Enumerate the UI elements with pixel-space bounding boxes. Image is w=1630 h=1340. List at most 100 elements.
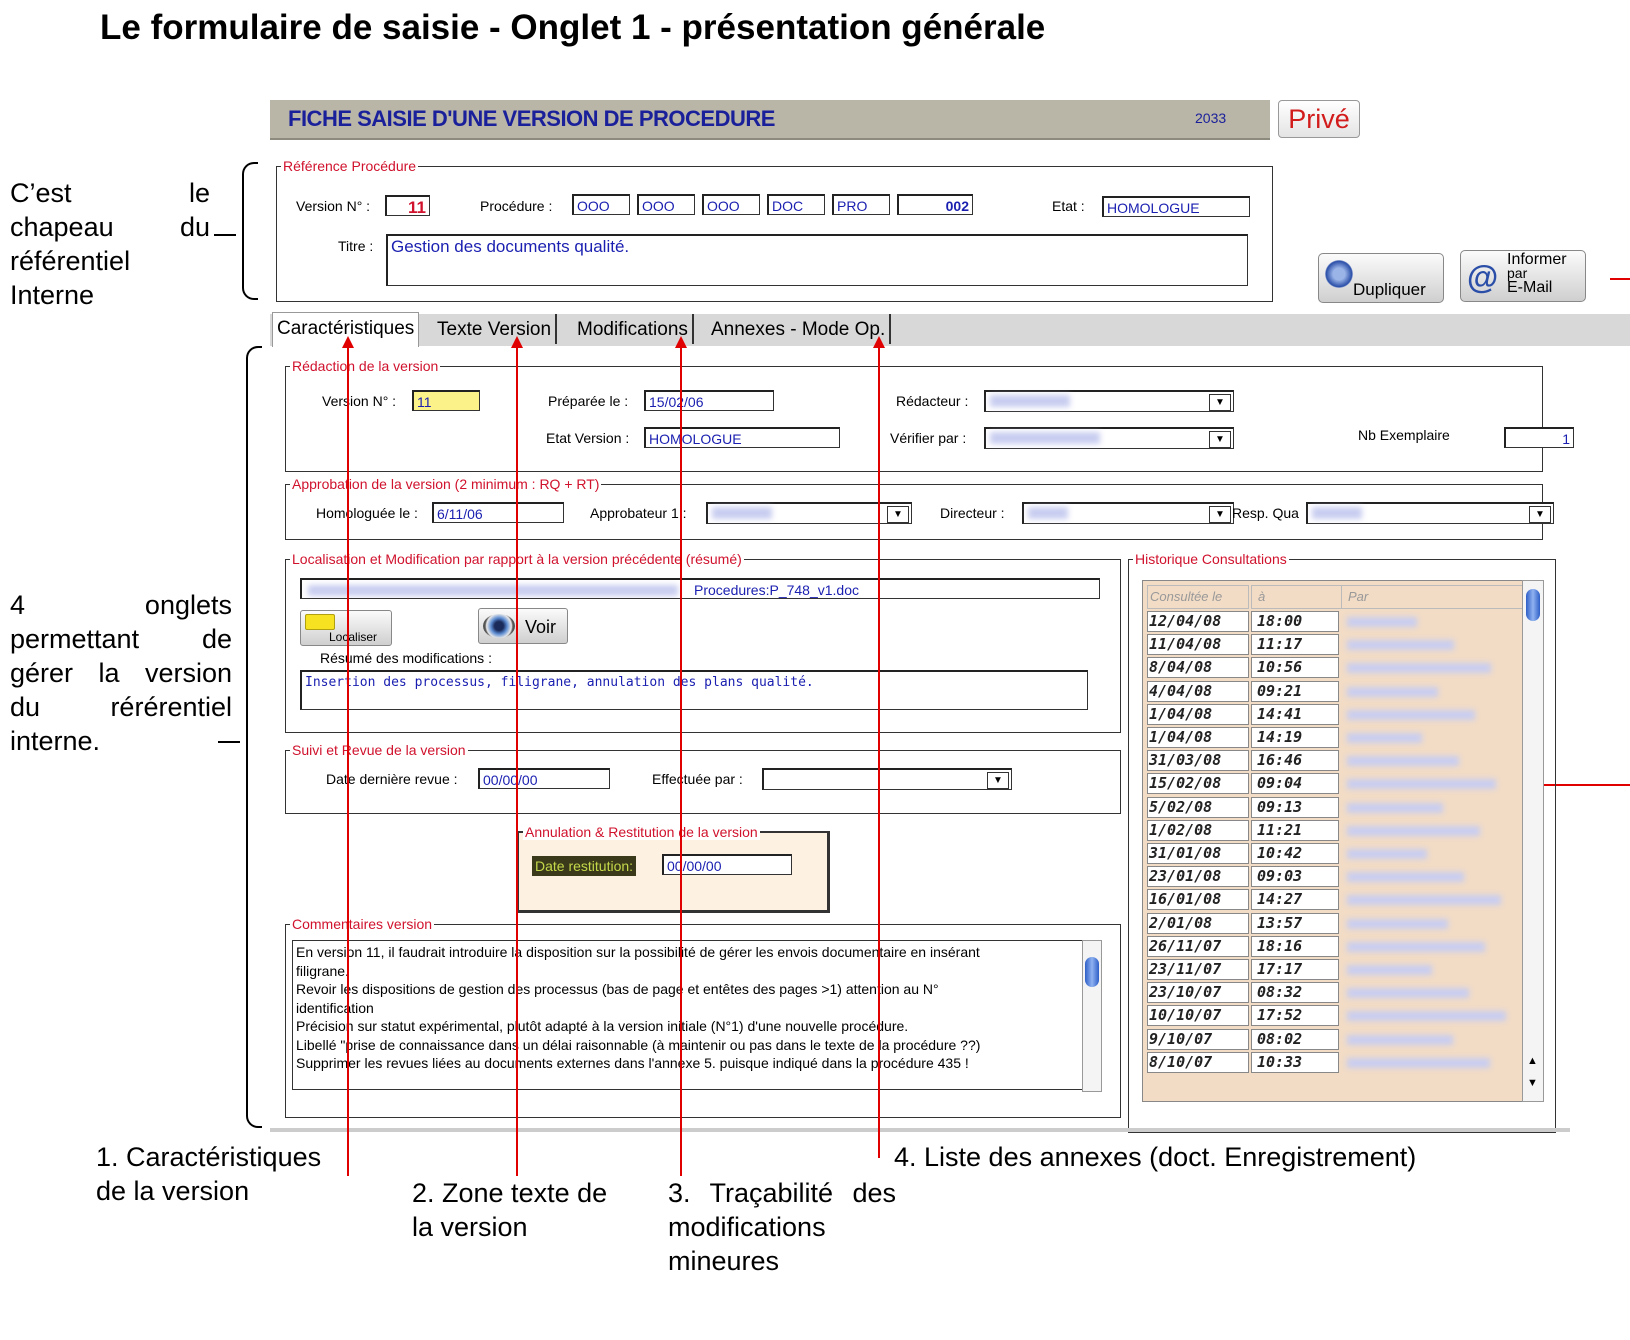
at-icon: @ [1467, 259, 1499, 295]
resp-qua-dropdown[interactable]: ▼ [1306, 502, 1554, 524]
annotation-connector [214, 234, 236, 236]
annotation-connector [218, 741, 240, 743]
redaction-version-field[interactable]: 11 [412, 390, 480, 411]
heure-cell: 13:57 [1257, 913, 1303, 932]
resume-label: Résumé des modifications : [320, 650, 492, 666]
chevron-down-icon[interactable]: ▼ [1209, 394, 1231, 411]
annotation-onglets: 4 onglets permettant de gérer la version… [10, 590, 232, 756]
titre-field[interactable]: Gestion des documents qualité. [386, 234, 1248, 286]
effectuee-dropdown[interactable]: ▼ [762, 768, 1012, 790]
reference-group: Référence Procédure [276, 158, 1273, 302]
approbateur-dropdown[interactable]: ▼ [706, 502, 912, 524]
resp-qua-label: Resp. Qua [1232, 505, 1299, 521]
voir-button[interactable]: Voir [478, 608, 568, 644]
commentaires-legend: Commentaires version [292, 916, 433, 932]
chevron-down-icon[interactable]: ▼ [1209, 431, 1231, 448]
procedure-part-5[interactable]: PRO [832, 194, 890, 215]
annulation-legend: Annulation & Restitution de la version [523, 824, 760, 840]
arrow-head [342, 336, 354, 348]
par-cell-redacted [1347, 1034, 1453, 1045]
verifier-dropdown[interactable]: ▼ [984, 427, 1234, 449]
procedure-part-6[interactable]: 002 [897, 194, 973, 215]
procedure-part-3[interactable]: OOO [702, 194, 760, 215]
date-revue-field[interactable]: 00/00/00 [478, 768, 610, 789]
titre-label: Titre : [338, 238, 374, 254]
consultee-cell: 23/01/08 [1149, 867, 1222, 886]
tab-annexes[interactable]: Annexes - Mode Op. [707, 314, 892, 344]
historique-scrollbar[interactable]: ▲ ▼ [1522, 580, 1544, 1102]
commentaires-scrollbar[interactable] [1082, 940, 1102, 1092]
scroll-up-icon[interactable]: ▲ [1527, 1055, 1538, 1067]
procedure-part-4[interactable]: DOC [767, 194, 825, 215]
version-field[interactable]: 11 [385, 195, 430, 216]
chevron-down-icon[interactable]: ▼ [1209, 506, 1231, 523]
procedure-part-2[interactable]: OOO [637, 194, 695, 215]
localiser-label: Localiser [329, 630, 378, 644]
right-connector [1610, 278, 1630, 280]
homologuee-field[interactable]: 6/11/06 [432, 502, 564, 523]
par-cell-redacted [1347, 779, 1496, 790]
procedure-part-1[interactable]: OOO [572, 194, 630, 215]
informer-email-button[interactable]: @ Informer par E-Mail [1460, 250, 1586, 302]
heure-cell: 09:13 [1257, 797, 1303, 816]
informer-label: Informer [1507, 251, 1567, 268]
par-cell-redacted [1347, 918, 1448, 929]
scroll-down-icon[interactable]: ▼ [1527, 1077, 1538, 1089]
homologuee-label: Homologuée le : [316, 505, 418, 521]
consultee-cell: 1/02/08 [1149, 820, 1213, 839]
tab-modifications[interactable]: Modifications [573, 314, 694, 344]
localisation-path-field[interactable]: Procedures:P_748_v1.doc [300, 578, 1100, 599]
tab-4-pointer-line [878, 346, 880, 1158]
par-cell-redacted [1347, 849, 1427, 859]
preparee-field[interactable]: 15/02/06 [644, 390, 774, 411]
prive-button[interactable]: Privé [1278, 100, 1360, 138]
par-cell-redacted [1347, 802, 1443, 813]
etat-version-field[interactable]: HOMOLOGUE [644, 427, 840, 448]
approbation-legend: Approbation de la version (2 minimum : R… [292, 476, 600, 492]
chevron-down-icon[interactable]: ▼ [987, 772, 1009, 789]
redacteur-dropdown[interactable]: ▼ [984, 390, 1234, 412]
col-par: Par [1341, 585, 1525, 609]
scroll-thumb[interactable] [1526, 589, 1540, 621]
chevron-down-icon[interactable]: ▼ [887, 506, 909, 523]
procedure-label: Procédure : [480, 198, 553, 214]
nb-exemplaire-field[interactable]: 1 [1504, 427, 1574, 448]
par-cell-redacted [1347, 965, 1432, 975]
annotation-texte: 2. Zone texte de la version [412, 1178, 608, 1242]
commentaires-textarea[interactable]: En version 11, il faudrait introduire la… [292, 940, 1084, 1090]
chevron-down-icon[interactable]: ▼ [1529, 506, 1551, 523]
date-revue-label: Date dernière revue : [326, 771, 458, 787]
dupliquer-button[interactable]: Dupliquer [1318, 253, 1444, 303]
directeur-dropdown[interactable]: ▼ [1022, 502, 1234, 524]
date-restitution-label: Date restitution: [532, 856, 637, 876]
historique-legend: Historique Consultations [1135, 551, 1287, 567]
consultee-cell: 23/10/07 [1149, 983, 1222, 1002]
tab-texte-version[interactable]: Texte Version [433, 314, 558, 344]
etat-field[interactable]: HOMOLOGUE [1102, 196, 1250, 217]
localiser-button[interactable]: Localiser [300, 610, 392, 646]
scroll-thumb[interactable] [1085, 957, 1099, 987]
commentaires-group: Commentaires version [285, 916, 1121, 1118]
col-a: à [1251, 585, 1343, 609]
resume-field[interactable]: Insertion des processus, filigrane, annu… [300, 670, 1088, 710]
